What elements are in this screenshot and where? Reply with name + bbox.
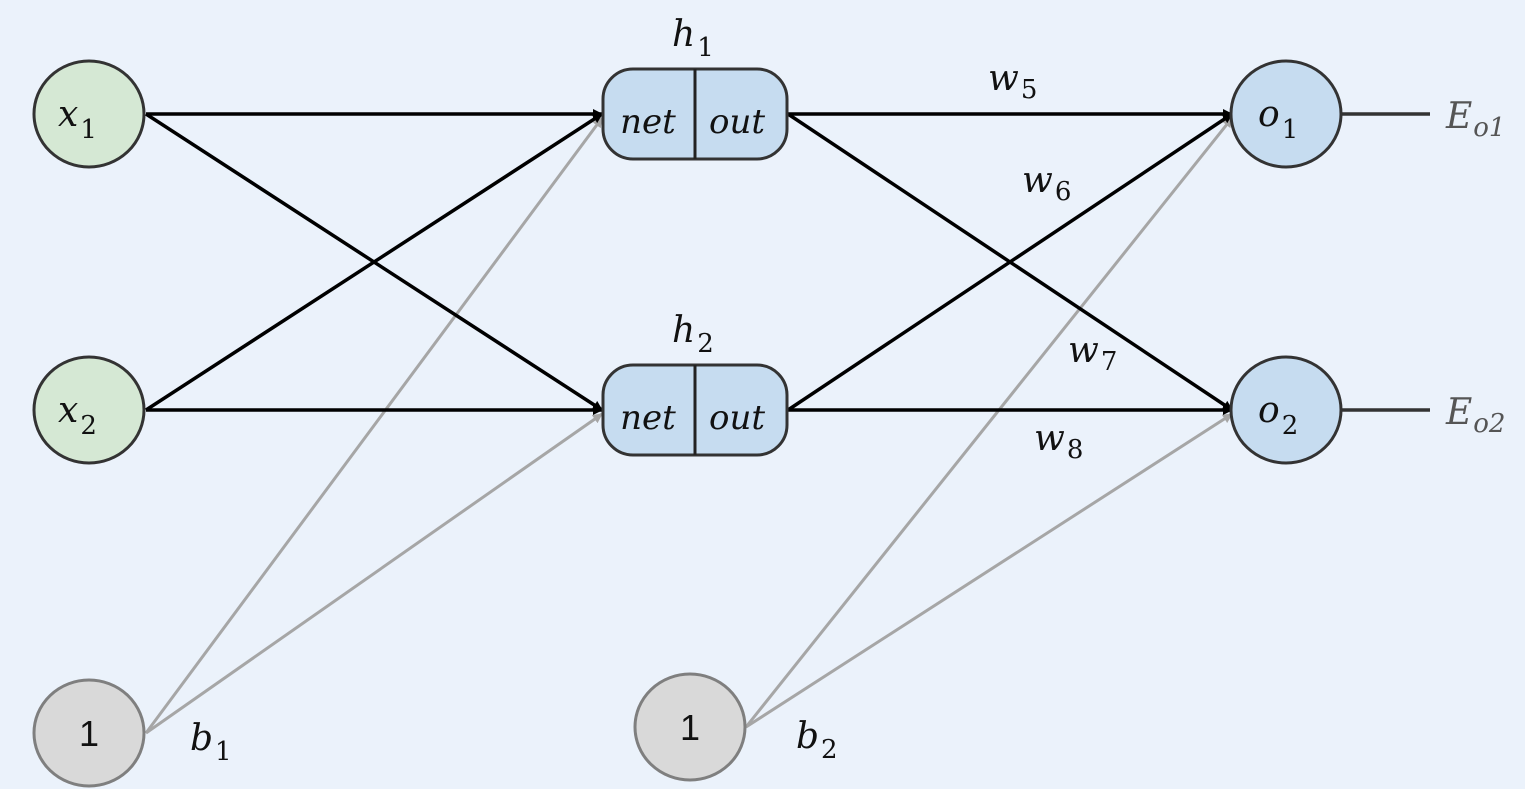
svg-text:x2: x2 xyxy=(58,390,97,441)
h1-sub: 1 xyxy=(697,33,714,63)
svg-text:x1: x1 xyxy=(58,94,97,145)
bias-2-label: 1 xyxy=(680,707,700,748)
bias-edges xyxy=(144,117,1234,735)
edge-b1-h2 xyxy=(145,412,603,735)
x2-main: x xyxy=(58,390,78,431)
h2-sub: 2 xyxy=(697,329,714,359)
svg-text:h2: h2 xyxy=(672,310,714,359)
svg-text:o1: o1 xyxy=(1258,94,1298,145)
bias-1-label: 1 xyxy=(79,713,99,754)
edge-b2-o1 xyxy=(744,117,1234,728)
node-x2: x2 xyxy=(32,355,146,465)
weight-label-w7: w7 xyxy=(1068,330,1117,377)
o2-sub: 2 xyxy=(1282,411,1299,441)
edge-h2-o1 xyxy=(787,112,1233,412)
h1-net-label: net xyxy=(620,102,676,142)
bias-label-b1: b1 xyxy=(190,718,232,767)
o1-sub: 1 xyxy=(1282,115,1299,145)
edge-b2-o2 xyxy=(745,412,1233,729)
weight-edges xyxy=(145,109,1233,415)
edge-x2-h1 xyxy=(145,112,603,412)
node-h1: net out h1 xyxy=(601,14,789,161)
h1-out-label: out xyxy=(709,102,765,142)
x1-main: x xyxy=(58,94,78,135)
weight-label-w5: w5 xyxy=(988,58,1037,105)
h2-out-label: out xyxy=(709,398,765,438)
error-label-eo1: Eo1 xyxy=(1445,96,1505,143)
x2-sub: 2 xyxy=(80,411,97,441)
weight-label-w8: w8 xyxy=(1034,418,1083,465)
node-o1: o1 xyxy=(1229,59,1343,169)
node-o2: o2 xyxy=(1229,355,1343,465)
edge-b1-h1 xyxy=(144,117,604,734)
x1-sub: 1 xyxy=(80,115,97,145)
weight-label-w6: w6 xyxy=(1022,160,1071,207)
svg-text:o2: o2 xyxy=(1258,390,1298,441)
bias-label-b2: b2 xyxy=(796,716,838,765)
o1-main: o xyxy=(1258,94,1280,135)
error-label-eo2: Eo2 xyxy=(1445,392,1505,439)
h2-net-label: net xyxy=(620,398,676,438)
node-x1: x1 xyxy=(32,59,146,169)
node-h2: net out h2 xyxy=(601,310,789,457)
node-bias-2: 1 xyxy=(633,672,747,782)
node-bias-1: 1 xyxy=(32,678,146,788)
o2-main: o xyxy=(1258,390,1280,431)
h2-main: h xyxy=(672,310,695,351)
svg-text:h1: h1 xyxy=(672,14,714,63)
h1-main: h xyxy=(672,14,695,55)
